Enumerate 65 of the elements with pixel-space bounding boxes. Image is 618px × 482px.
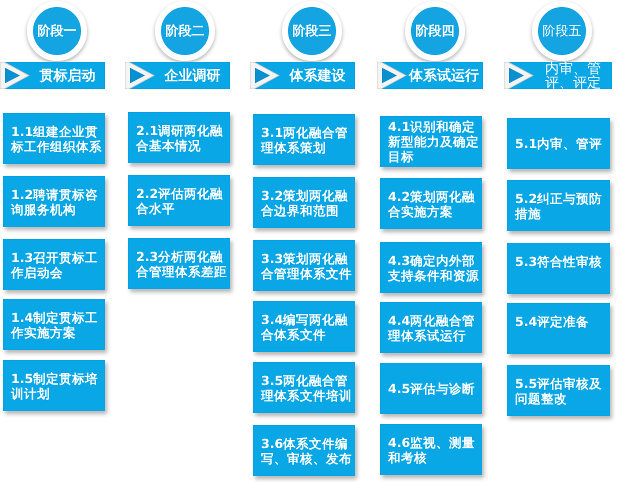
step-box	[380, 242, 482, 293]
stage-label: 阶段一	[38, 24, 76, 38]
step-box	[507, 243, 610, 294]
step-label: 4.1识别和确定新型能力及确定目标	[388, 119, 479, 164]
step-box	[507, 365, 610, 416]
step-label: 5.5评估审核及问题整改	[515, 376, 604, 406]
phase-header-bar	[377, 62, 483, 89]
step-box	[507, 303, 610, 354]
stage-label: 阶段四	[416, 24, 454, 38]
step-label: 3.2策划两化融合边界和范围	[261, 188, 350, 218]
step-label: 5.2纠正与预防措施	[515, 190, 604, 220]
step-box	[128, 238, 230, 289]
step-label: 1.5制定贯标培训计划	[11, 370, 100, 400]
phase-title: 体系试运行	[409, 68, 479, 82]
step-box	[253, 114, 355, 165]
step-label: 3.3策划两化融合管理体系文件	[261, 250, 352, 280]
step-box	[253, 301, 355, 352]
step-label: 4.4两化融合管理体系试运行	[388, 312, 476, 342]
phase-title: 体系建设	[290, 68, 346, 82]
step-box	[128, 112, 230, 163]
step-box	[3, 113, 105, 164]
step-box	[507, 180, 610, 231]
step-box	[3, 360, 105, 411]
stage-label: 阶段三	[292, 24, 332, 38]
step-box	[253, 240, 355, 291]
phase-title: 内审、管评、评定	[544, 62, 602, 90]
step-label: 3.6体系文件编写、审核、发布	[261, 436, 352, 466]
step-label: 4.6监视、测量和考核	[388, 434, 476, 464]
step-label: 1.3召开贯标工作启动会	[11, 250, 100, 280]
step-label: 1.4制定贯标工作实施方案	[11, 310, 100, 340]
step-box	[507, 118, 610, 169]
step-label: 3.5两化融合管理体系文件培训	[261, 372, 352, 402]
phase-header-bar	[250, 62, 355, 89]
step-box	[253, 425, 355, 476]
phase-header-bar	[0, 62, 105, 89]
step-box	[3, 239, 105, 290]
phase-title: 贯标启动	[40, 68, 96, 82]
step-label: 4.3确定内外部支持条件和资源	[388, 252, 479, 282]
step-label: 3.4编写两化融合体系文件	[261, 312, 350, 342]
step-box	[380, 363, 482, 414]
step-box	[380, 178, 482, 229]
step-box	[253, 177, 355, 228]
step-box	[380, 424, 482, 475]
phase-header-bar	[504, 62, 612, 89]
step-label: 5.1内审、管评	[515, 136, 602, 151]
step-label: 2.1调研两化融合基本情况	[136, 122, 224, 152]
step-box	[380, 116, 482, 167]
step-box	[3, 176, 105, 227]
step-box	[128, 175, 230, 226]
step-box	[253, 362, 355, 413]
stage-label: 阶段二	[166, 24, 204, 38]
step-label: 4.2策划两化融合实施方案	[388, 188, 476, 218]
step-box	[3, 299, 105, 350]
step-label: 1.2聘请贯标咨询服务机构	[11, 186, 100, 216]
step-label: 4.5评估与诊断	[388, 381, 476, 396]
phase-header-bar	[125, 62, 230, 89]
step-label: 5.4评定准备	[515, 314, 590, 329]
step-label: 3.1两化融合管理体系策划	[261, 124, 350, 154]
step-box	[380, 302, 482, 353]
phase-title: 企业调研	[164, 68, 220, 82]
step-label: 2.3分析两化融合管理体系差距	[136, 248, 227, 278]
step-label: 2.2评估两化融合水平	[136, 186, 224, 216]
step-label: 5.3符合性审核	[515, 254, 602, 269]
step-label: 1.1组建企业贯标工作组织体系	[11, 124, 102, 154]
stage-label: 阶段五	[542, 24, 582, 38]
